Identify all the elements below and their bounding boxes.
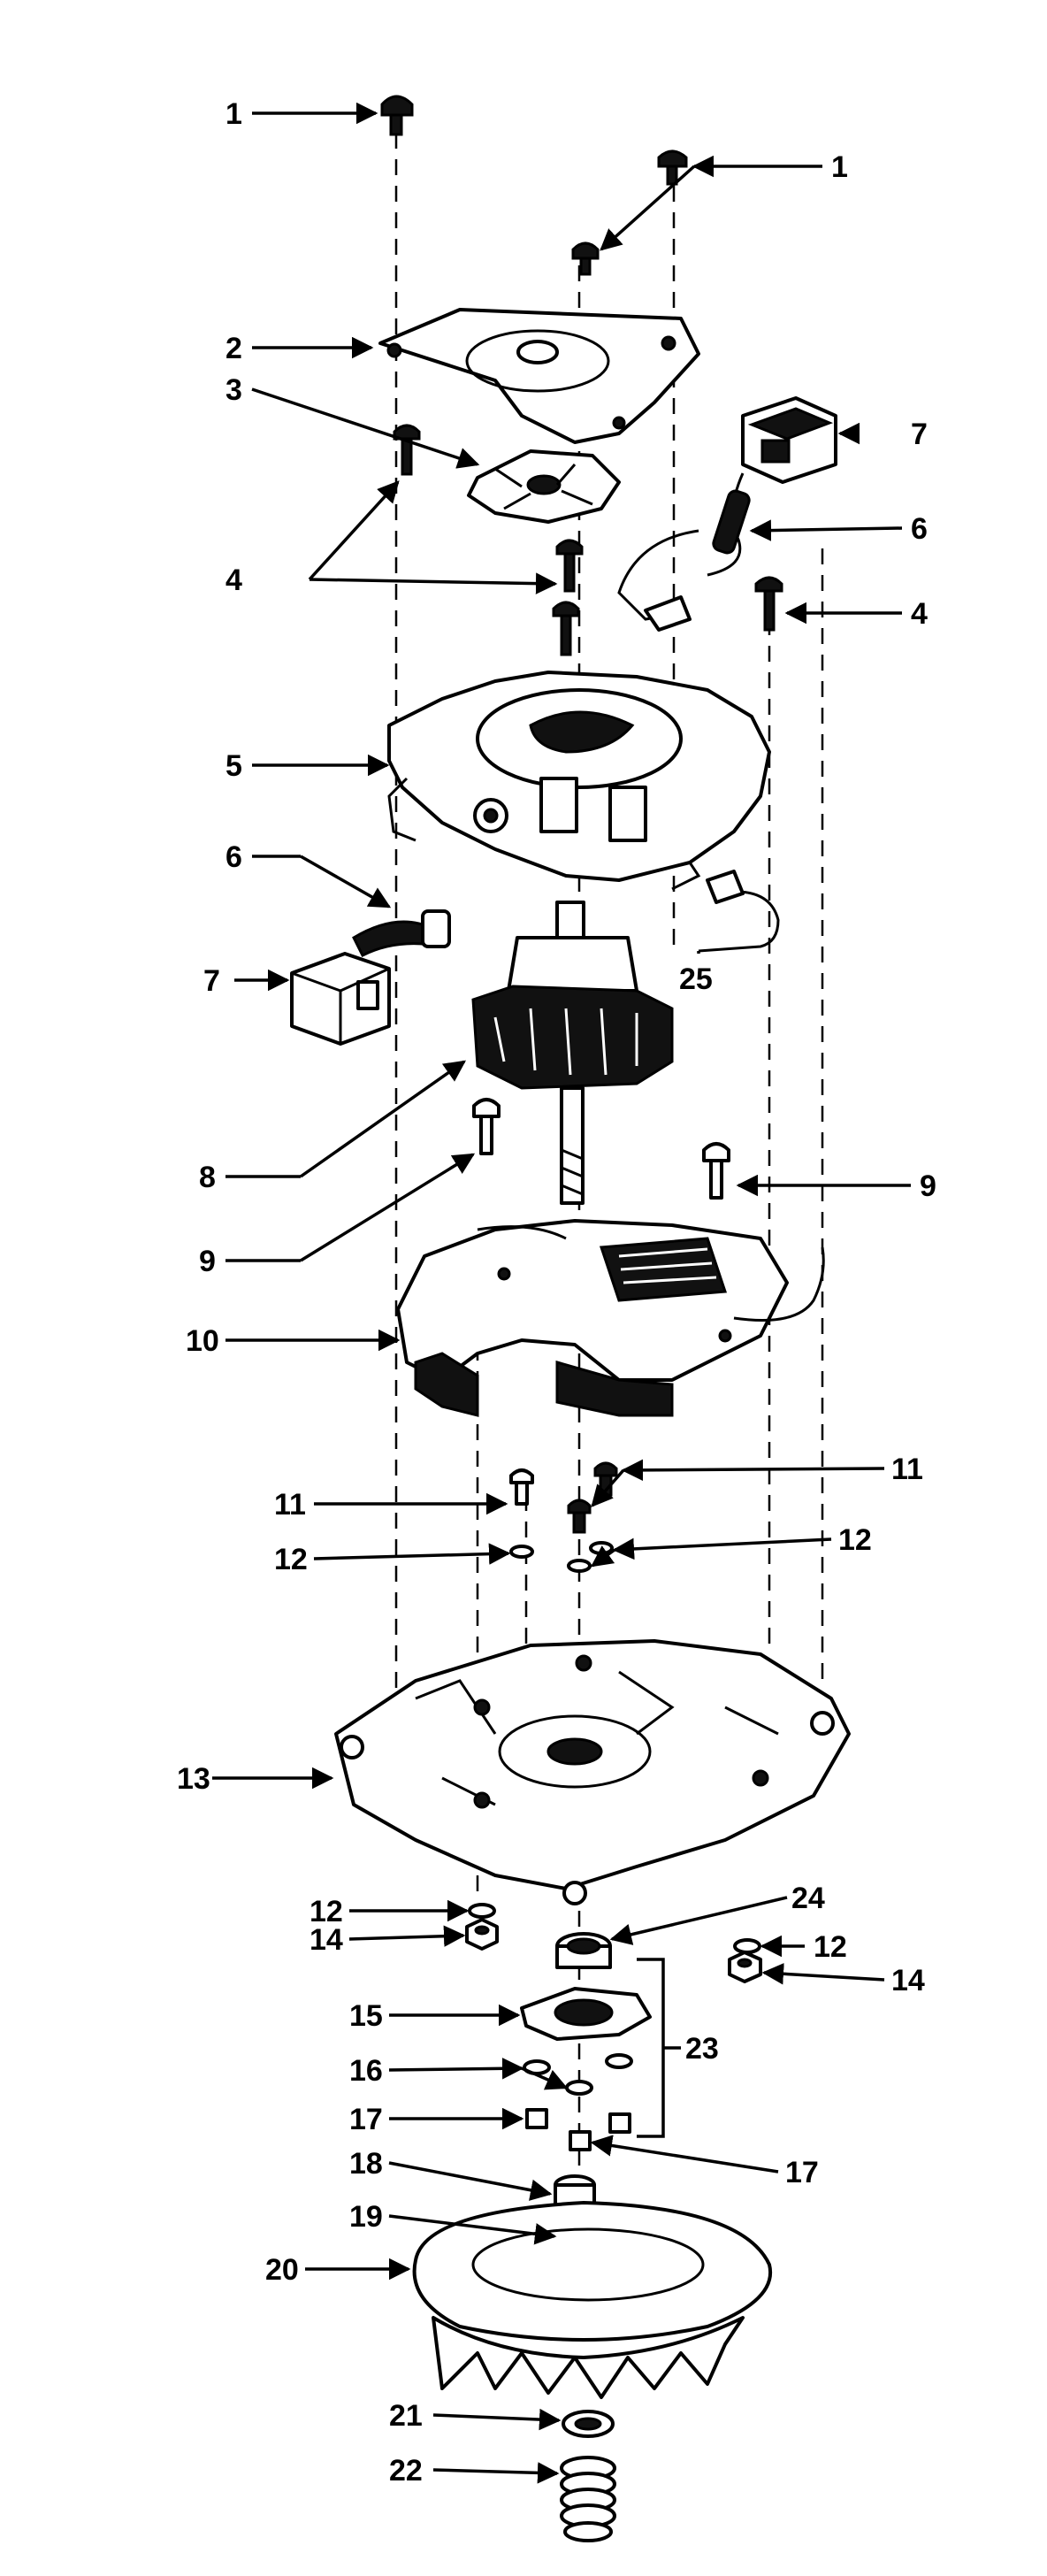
callout-5: 5: [225, 749, 242, 783]
callout-4b: 4: [911, 597, 928, 631]
callout-3: 3: [225, 373, 242, 407]
brush-spring-part-6a: [707, 472, 751, 577]
callout-4: 4: [225, 564, 242, 597]
callout-20: 20: [265, 2253, 299, 2287]
callout-12b: 12: [838, 1523, 872, 1557]
callout-14: 14: [310, 1923, 343, 1957]
nuts-part-17: [525, 2108, 631, 2151]
housing-part-5: [387, 671, 771, 891]
screw-part-1c: [571, 242, 600, 276]
screw-part-4b: [555, 539, 584, 593]
washers-part-12: [468, 1541, 761, 1954]
callout-12d: 12: [814, 1930, 847, 1964]
brush-plate-part-3: [467, 449, 621, 524]
callout-1: 1: [225, 97, 242, 131]
callout-11b: 11: [891, 1453, 923, 1486]
screw-part-1b: [657, 150, 688, 186]
callout-11: 11: [274, 1488, 306, 1522]
callout-15: 15: [349, 1999, 383, 2033]
callout-21: 21: [389, 2399, 423, 2433]
screw-part-9a: [472, 1098, 501, 1155]
callout-17: 17: [349, 2103, 383, 2136]
screw-part-4d: [754, 576, 783, 632]
field-coil-part-10: [396, 1219, 825, 1417]
callout-6b: 6: [911, 512, 928, 546]
screw-part-11a: [509, 1468, 534, 1506]
callout-7: 7: [911, 418, 928, 451]
brush-cap-part-7b: [290, 952, 391, 1046]
callout-leaders: [212, 102, 911, 2484]
brush-spring-part-6b: [352, 909, 451, 958]
screw-part-4c: [552, 601, 580, 656]
callout-labels: 1 1 2 3 4 4 5 6 6 7 7 8 9 9 10 11 11 12 …: [177, 97, 936, 2488]
spring-part-22: [560, 2456, 616, 2542]
callout-14b: 14: [891, 1964, 925, 1997]
callout-17b: 17: [785, 2156, 819, 2189]
callout-22: 22: [389, 2454, 423, 2488]
callout-13: 13: [177, 1762, 210, 1796]
screw-part-4a: [393, 424, 421, 476]
bearing-retainer-part-15: [520, 1987, 652, 2041]
brush-cap-part-7a: [741, 396, 837, 484]
screw-part-9b: [702, 1142, 730, 1200]
callout-8: 8: [199, 1161, 216, 1194]
callout-12: 12: [274, 1543, 308, 1576]
bracket-part-23: [637, 1958, 665, 2138]
fan-part-20: [412, 2201, 773, 2399]
callout-19: 19: [349, 2200, 383, 2234]
bearing-part-24: [555, 1932, 612, 1969]
callout-7b: 7: [203, 964, 220, 998]
callout-9: 9: [199, 1245, 216, 1278]
nut-part-14b: [728, 1951, 762, 1983]
callout-2: 2: [225, 332, 242, 365]
callout-16: 16: [349, 2054, 383, 2088]
washer-part-21: [562, 2410, 615, 2438]
lead-wire-part-25: [698, 870, 780, 953]
screw-part-1: [380, 95, 414, 136]
callout-18: 18: [349, 2147, 383, 2181]
screw-part-11c: [567, 1499, 592, 1534]
armature-part-8: [471, 901, 674, 1205]
callout-1b: 1: [831, 150, 848, 184]
brush-wire: [617, 529, 699, 632]
callout-23: 23: [685, 2032, 719, 2066]
callout-12c: 12: [310, 1895, 343, 1928]
callout-24: 24: [791, 1882, 825, 1915]
callout-10: 10: [186, 1324, 219, 1358]
nut-part-14a: [465, 1918, 499, 1951]
callout-9b: 9: [920, 1169, 936, 1203]
washers-part-16: [523, 2053, 633, 2096]
callout-6: 6: [225, 840, 242, 874]
callout-25: 25: [679, 962, 713, 996]
base-housing-part-13: [334, 1639, 851, 1905]
end-plate-part-2: [378, 308, 700, 444]
